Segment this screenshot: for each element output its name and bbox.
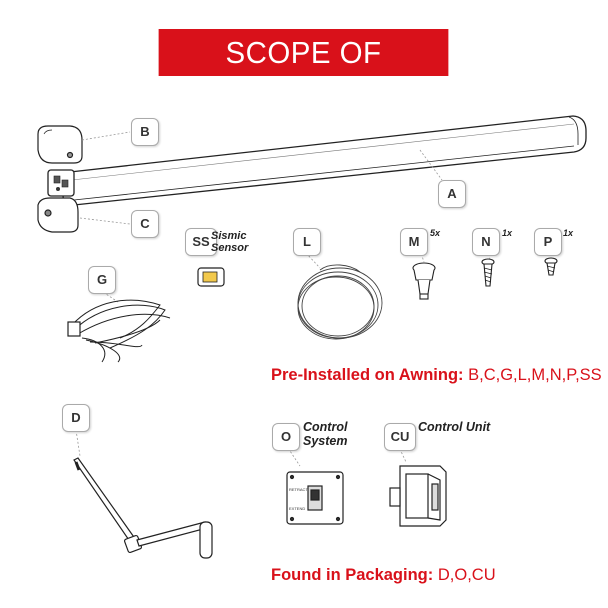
tag-n: N: [472, 228, 500, 256]
label-ss-line1: Sismic: [211, 230, 247, 242]
preinstalled-value: B,C,G,L,M,N,P,SS: [468, 366, 602, 384]
control-unit: [389, 465, 447, 527]
tag-cu: CU: [384, 423, 416, 451]
packaging-label: Found in Packaging:: [271, 566, 434, 584]
page-title: SCOPE OF DELIVERY: [158, 29, 449, 117]
label-cu: Control Unit: [418, 420, 491, 434]
tag-d: D: [62, 404, 90, 432]
end-cap-c: [37, 197, 79, 233]
tag-o: O: [272, 423, 300, 451]
preinstalled-note: Pre-Installed on Awning: B,C,G,L,M,N,P,S…: [271, 366, 602, 385]
panel-extend: EXTEND: [289, 506, 306, 511]
qty-p: 1x: [563, 228, 574, 238]
tag-c: C: [131, 210, 159, 238]
qty-n: 1x: [502, 228, 513, 238]
tag-ss: SS: [185, 228, 217, 256]
label-o: Control System: [303, 420, 347, 448]
preinstalled-label: Pre-Installed on Awning:: [271, 366, 464, 384]
end-cap-b: [37, 125, 83, 164]
qty-m: 5x: [430, 228, 441, 238]
panel-retract: RETRACT: [289, 487, 308, 492]
awning-tube: [47, 115, 587, 206]
screw-n: [481, 258, 495, 287]
tag-p: P: [534, 228, 562, 256]
label-ss-line2: Sensor: [211, 242, 249, 254]
label-o-line1: Control: [303, 420, 348, 434]
sismic-sensor: [197, 267, 225, 287]
wiring-harness: [67, 299, 171, 363]
cable-coil: [297, 264, 383, 340]
label-ss: Sismic Sensor: [211, 230, 248, 254]
tag-b: B: [131, 118, 159, 146]
tag-l: L: [293, 228, 321, 256]
control-panel: [286, 471, 344, 525]
crank-handle: [73, 457, 213, 559]
packaging-note: Found in Packaging: D,O,CU: [271, 566, 496, 585]
tag-m: M: [400, 228, 428, 256]
tag-g: G: [88, 266, 116, 294]
packaging-value: D,O,CU: [437, 566, 496, 584]
rivet-m: [412, 262, 436, 300]
label-o-line2: System: [303, 434, 348, 448]
screw-p: [544, 257, 558, 276]
tag-a: A: [438, 180, 466, 208]
